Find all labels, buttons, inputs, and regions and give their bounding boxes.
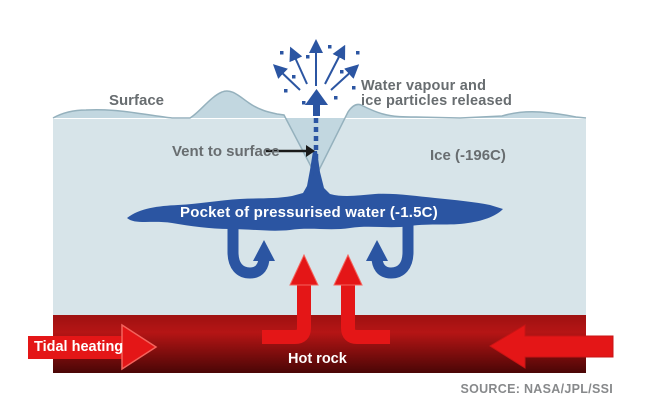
tidal-arrow-right [489, 324, 614, 369]
convection-arrow-right [371, 222, 414, 279]
vapour-label-line2: ice particles released [361, 93, 513, 109]
hot-rock-label: Hot rock [288, 351, 347, 367]
spray-arrows [272, 39, 360, 91]
surface-terrain [52, 90, 587, 178]
convection-arrowhead-left [253, 240, 275, 261]
ice-label: Ice (-196C) [430, 147, 506, 164]
vapour-label-line1: Water vapour and [361, 78, 487, 94]
convection-arrow-left [227, 222, 270, 279]
plume-arrow [305, 89, 328, 116]
spray-particles [280, 45, 360, 105]
surface-label: Surface [109, 92, 165, 109]
heat-arrow-right [333, 253, 390, 344]
source-credit: SOURCE: NASA/JPL/SSI [460, 382, 613, 396]
pocket-label: Pocket of pressurised water (-1.5C) [180, 204, 438, 221]
heat-arrow-left [262, 253, 319, 344]
water-pocket [127, 151, 503, 231]
vent-label: Vent to surface [172, 143, 280, 160]
tidal-heating-label: Tidal heating [34, 339, 124, 355]
convection-arrowhead-right [366, 240, 388, 261]
vent-pointer-line [266, 145, 315, 157]
tidal-heating-arrow [28, 323, 158, 371]
